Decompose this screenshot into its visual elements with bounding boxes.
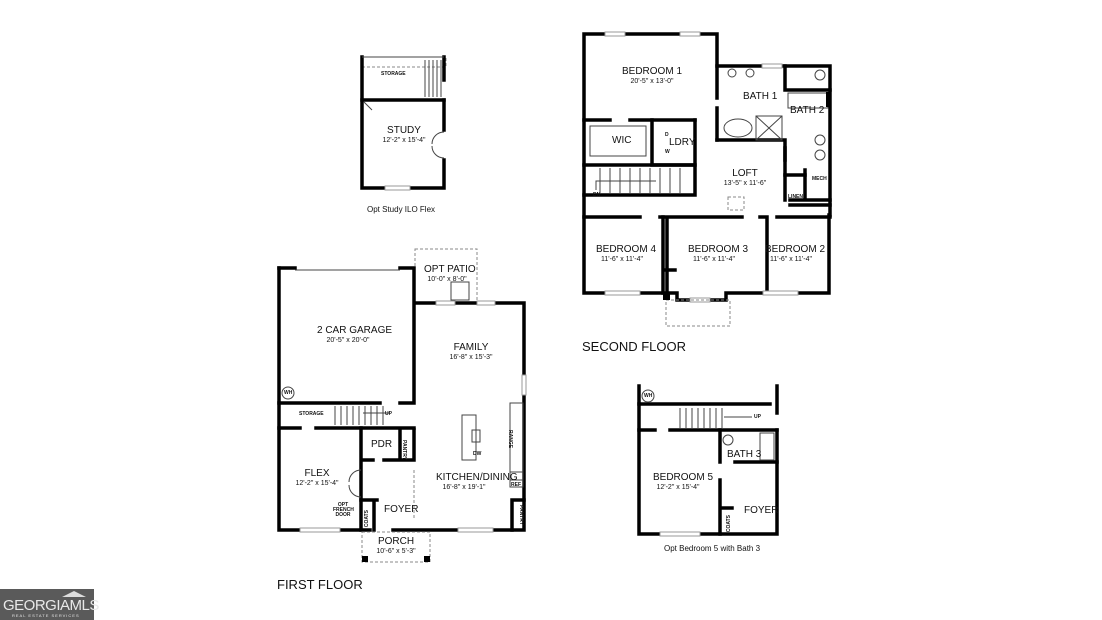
room-dimension: 12'-2" x 15'-4"	[295, 480, 339, 487]
room-name: FLEX	[304, 468, 330, 479]
room-dimension: 13'-5" x 11'-6"	[723, 180, 767, 187]
room-dimension: 12'-2" x 15'-4"	[656, 484, 700, 491]
room-dimension: 20'-5" x 13'-0"	[630, 78, 674, 85]
room-porch: PORCH 10'-6" x 5'-3"	[373, 536, 419, 556]
room-name: BEDROOM 3	[688, 244, 749, 255]
room-laundry: LDRY	[669, 137, 696, 148]
room-bath3: BATH 3	[727, 449, 762, 460]
opt-bedroom5-plan	[637, 384, 779, 537]
room-name: LOFT	[732, 168, 758, 179]
room-bedroom4: BEDROOM 4 11'-6" x 11'-4"	[596, 245, 656, 264]
opt-french-door-label: OPT FRENCH DOOR	[333, 502, 354, 518]
roof-icon	[62, 591, 86, 597]
room-dimension: 16'-8" x 19'-1"	[442, 484, 486, 491]
stairs-down-label: DN	[593, 192, 601, 198]
range-label: RANGE	[507, 430, 513, 449]
second-floor-title: SECOND FLOOR	[582, 339, 687, 354]
room-study: STUDY 12'-2" x 15'-4"	[380, 125, 428, 145]
room-name: BEDROOM 4	[596, 244, 657, 255]
room-dimension: 10'-6" x 5'-3"	[376, 548, 416, 555]
dishwasher-label: DW	[473, 451, 482, 457]
room-bath1: BATH 1	[743, 91, 778, 102]
room-bedroom5: BEDROOM 5 12'-2" x 15'-4"	[653, 473, 713, 492]
washer-label: W	[665, 149, 670, 155]
room-dimension: 16'-8" x 15'-3"	[449, 354, 493, 361]
room-opt-patio: OPT PATIO 10'-0" x 8'-0"	[424, 265, 476, 284]
opt-study-caption: Opt Study ILO Flex	[367, 205, 436, 214]
room-name: PORCH	[377, 536, 415, 547]
room-wic: WIC	[612, 135, 632, 146]
room-name: BEDROOM 1	[622, 66, 683, 77]
room-dimension: 11'-6" x 11'-4"	[600, 256, 643, 263]
water-heater-label: WH	[284, 390, 293, 396]
pantry-label: PANTRY	[401, 440, 407, 460]
refrigerator-label: REF	[511, 482, 521, 488]
room-foyer: FOYER	[384, 504, 419, 515]
first-floor-plan	[277, 248, 527, 563]
first-floor-title: FIRST FLOOR	[277, 577, 363, 592]
room-bath2: BATH 2	[790, 105, 825, 116]
room-name: OPT PATIO	[424, 264, 476, 275]
mech-label: MECH	[812, 176, 827, 182]
pantry-label: PANTRY	[518, 505, 524, 525]
room-pdr: PDR	[371, 439, 393, 450]
opt-bedroom5-caption: Opt Bedroom 5 with Bath 3	[664, 544, 761, 553]
room-dimension: 10'-0" x 8'-0"	[427, 276, 467, 283]
stairs-up-label: UP	[385, 411, 392, 417]
room-dimension: 12'-2" x 15'-4"	[382, 137, 426, 144]
storage-label: STORAGE	[381, 71, 406, 77]
room-name: BEDROOM 5	[653, 472, 714, 483]
room-bedroom1: BEDROOM 1 20'-5" x 13'-0"	[622, 66, 683, 86]
coats-label: COATS	[726, 515, 732, 533]
room-bedroom2: BEDROOM 2 11'-6" x 11'-4"	[765, 245, 825, 264]
logo-subtext: REAL ESTATE SERVICES	[12, 613, 80, 618]
room-loft: LOFT 13'-5" x 11'-6"	[717, 168, 773, 188]
room-dimension: 11'-6" x 11'-4"	[769, 256, 812, 263]
room-dimension: 11'-6" x 11'-4"	[692, 256, 735, 263]
room-flex: FLEX 12'-2" x 15'-4"	[294, 468, 340, 488]
room-dimension: 20'-5" x 20'-0"	[326, 337, 370, 344]
logo-text: GEORGIAMLS	[3, 597, 99, 614]
room-name: STUDY	[387, 125, 421, 136]
opt-study-plan	[360, 55, 447, 191]
room-family: FAMILY 16'-8" x 15'-3"	[446, 342, 496, 362]
water-heater-label: WH	[644, 393, 653, 399]
room-name: 2 CAR GARAGE	[317, 325, 393, 336]
linen-label: LINEN	[788, 194, 803, 200]
room-garage: 2 CAR GARAGE 20'-5" x 20'-0"	[317, 326, 392, 345]
stairs-up-label: UP	[754, 414, 761, 420]
storage-label: STORAGE	[299, 411, 324, 417]
room-kitchen-dining: KITCHEN/DINING 16'-8" x 19'-1"	[436, 473, 518, 492]
room-foyer: FOYER	[744, 505, 779, 516]
room-name: FAMILY	[453, 342, 489, 353]
dryer-label: D	[665, 132, 669, 138]
coats-label: COATS	[364, 510, 370, 528]
room-name: BEDROOM 2	[765, 244, 826, 255]
second-floor-plan	[582, 31, 832, 327]
room-bedroom3: BEDROOM 3 11'-6" x 11'-4"	[688, 245, 748, 264]
georgia-mls-logo: GEORGIAMLS REAL ESTATE SERVICES	[0, 589, 99, 620]
room-name: KITCHEN/DINING	[436, 472, 518, 483]
